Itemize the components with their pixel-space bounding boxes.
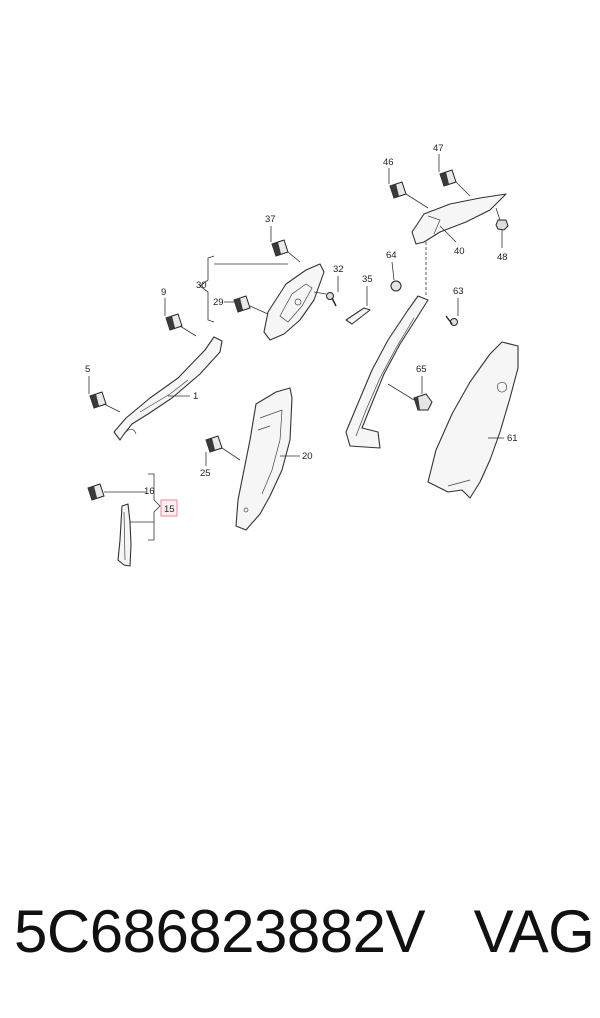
clip-9 — [165, 313, 183, 331]
clip-16 — [87, 483, 105, 501]
callout-20: 20 — [302, 451, 313, 462]
part-1-a-pillar-trim — [113, 336, 223, 441]
clip-65 — [413, 393, 433, 411]
clip-47 — [439, 169, 457, 187]
callout-65: 65 — [416, 364, 427, 375]
part-40-c-pillar-upper-trim — [411, 193, 507, 245]
callout-63: 63 — [453, 286, 464, 297]
part-61-c-pillar-lower-trim — [427, 341, 519, 499]
callout-46: 46 — [383, 157, 394, 168]
part-30-speaker-trim — [263, 263, 325, 341]
clip-5 — [89, 391, 107, 409]
part-35-cover-strip — [345, 307, 371, 325]
callout-30: 30 — [196, 280, 207, 291]
parts-diagram: 1 5 9 16 15 20 25 — [85, 143, 519, 567]
clip-37 — [271, 239, 289, 257]
callout-61: 61 — [507, 433, 518, 444]
part-20-b-pillar-lower-trim — [235, 387, 293, 531]
door-seal-frame — [345, 295, 429, 449]
brand-label: VAG — [473, 898, 595, 965]
callout-5: 5 — [85, 364, 90, 375]
callout-32: 32 — [333, 264, 344, 275]
part-15-trim-strip — [117, 503, 132, 567]
highlight-box-15 — [160, 499, 178, 517]
callout-29: 29 — [213, 297, 224, 308]
callout-64: 64 — [386, 250, 397, 261]
callout-9: 9 — [161, 287, 166, 298]
clip-25 — [205, 435, 223, 453]
clip-64 — [390, 280, 402, 292]
callout-48: 48 — [497, 252, 508, 263]
callout-40: 40 — [454, 246, 465, 257]
clip-46 — [389, 181, 407, 199]
part-number: 5C686823882V — [14, 898, 426, 965]
callout-1: 1 — [193, 391, 198, 402]
callout-47: 47 — [433, 143, 444, 154]
screw-32 — [326, 292, 337, 307]
callout-25: 25 — [200, 468, 211, 479]
callout-15: 15 — [164, 504, 175, 515]
callout-35: 35 — [362, 274, 373, 285]
clip-29 — [233, 295, 251, 313]
callout-37: 37 — [265, 214, 276, 225]
callout-16: 16 — [144, 486, 155, 497]
part-number-footer: 5C686823882V VAG — [14, 902, 595, 962]
screw-63 — [445, 315, 458, 326]
nut-48 — [495, 219, 509, 231]
